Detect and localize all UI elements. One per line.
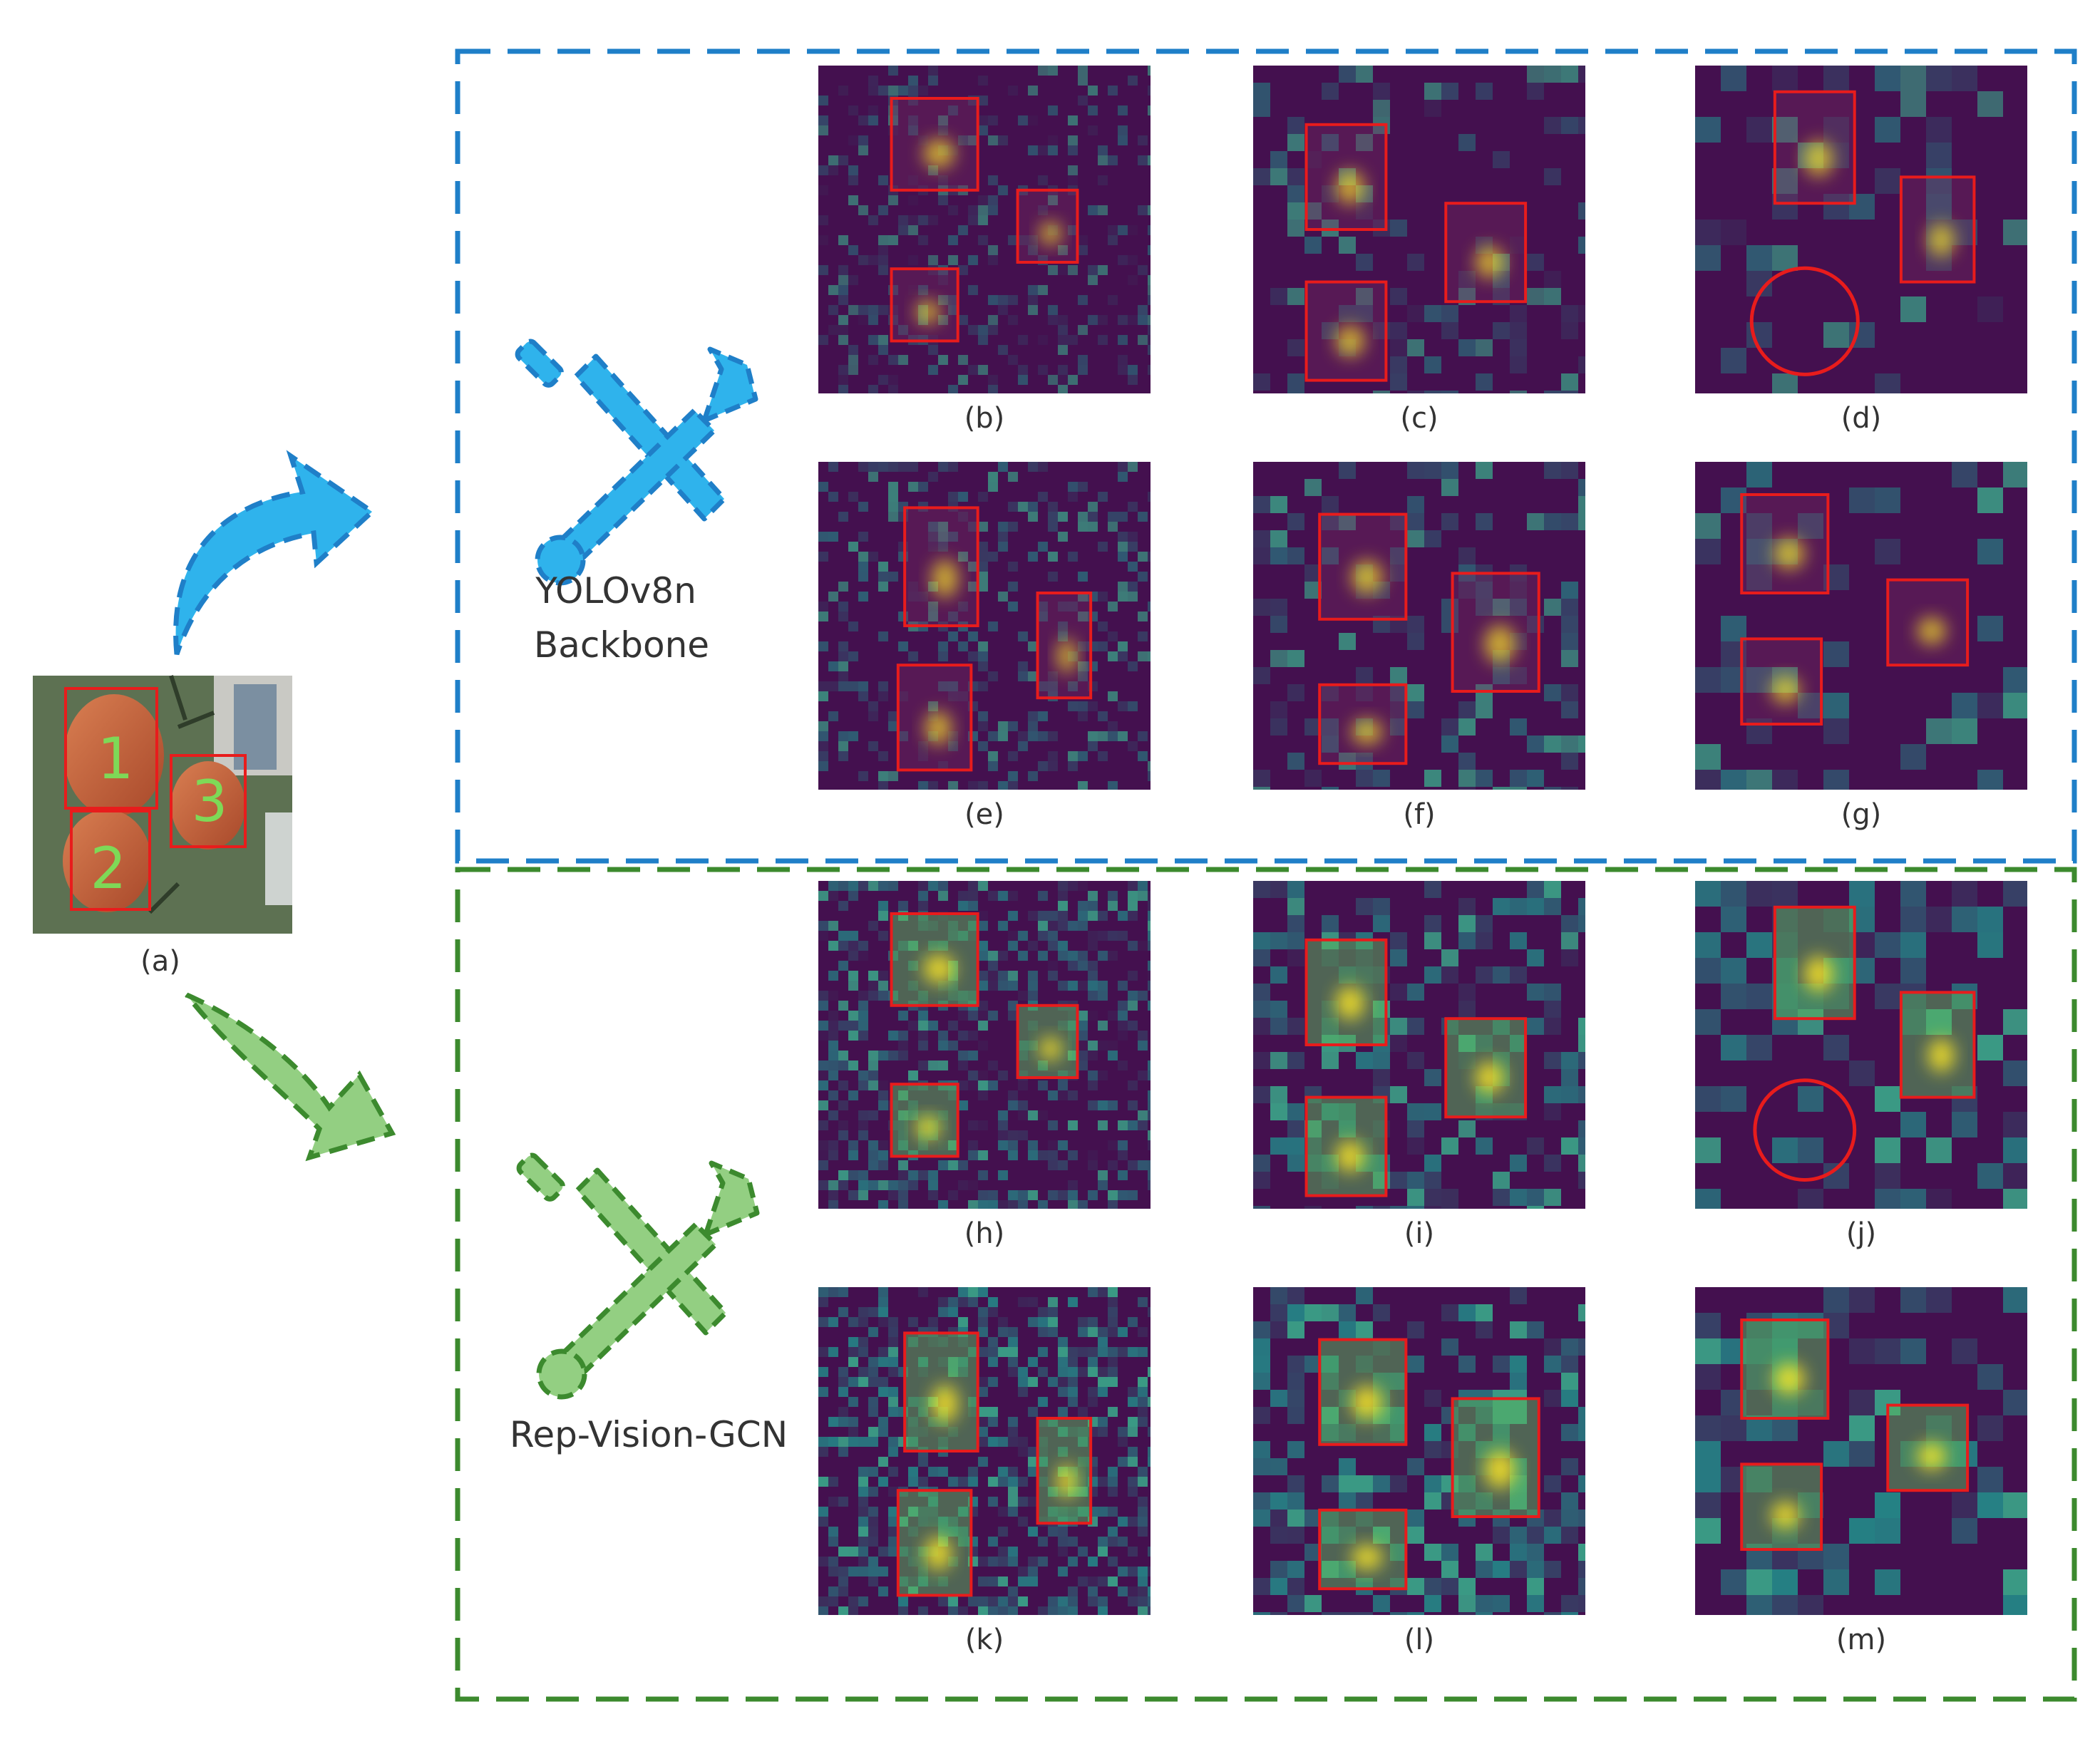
- feature-map-panel: (k): [818, 1287, 1151, 1656]
- yolo-group-frame: [455, 48, 2077, 864]
- panel-label: (f): [1403, 798, 1435, 831]
- panel-label: (h): [964, 1217, 1005, 1250]
- arrow-to-repvision: [185, 992, 396, 1162]
- panel-label: (b): [964, 402, 1005, 435]
- feature-map-panel: (i): [1253, 881, 1585, 1250]
- repvision-tools-icon: [517, 1153, 757, 1397]
- panel-label: (l): [1404, 1624, 1434, 1656]
- panel-label: (m): [1836, 1624, 1886, 1656]
- yolo-tools-icon: [515, 339, 756, 583]
- feature-map-panel: (j): [1695, 881, 2027, 1250]
- panel-label: (g): [1841, 798, 1882, 831]
- feature-map-panel: (b): [818, 66, 1151, 435]
- feature-map-panel: (f): [1253, 462, 1585, 831]
- feature-map-panel: (m): [1695, 1287, 2027, 1656]
- repvision-group-frame: [455, 867, 2077, 1702]
- panel-label: (j): [1846, 1217, 1876, 1250]
- feature-map-panel: (l): [1253, 1287, 1585, 1656]
- source-label: (a): [140, 945, 180, 978]
- feature-map-panel: (g): [1695, 462, 2027, 831]
- fruit-number: 2: [91, 835, 127, 902]
- panel-label: (e): [964, 798, 1004, 831]
- repvision-gcn-title: Rep-Vision-GCN: [510, 1414, 788, 1455]
- panel-label: (i): [1404, 1217, 1434, 1250]
- yolo-backbone-title: YOLOv8n Backbone: [534, 570, 709, 666]
- source-fruit-photo: 1 2 3: [33, 675, 292, 934]
- feature-map-panel: (h): [818, 881, 1151, 1250]
- panel-label: (c): [1400, 402, 1438, 435]
- feature-map-panel: (c): [1253, 66, 1585, 435]
- fruit-number: 3: [192, 768, 228, 835]
- panel-label: (d): [1841, 402, 1882, 435]
- arrow-to-yolo: [173, 450, 376, 656]
- feature-map-panel: (e): [818, 462, 1151, 831]
- feature-map-panel: (d): [1695, 66, 2027, 435]
- fruit-number: 1: [98, 726, 134, 792]
- panel-label: (k): [965, 1624, 1004, 1656]
